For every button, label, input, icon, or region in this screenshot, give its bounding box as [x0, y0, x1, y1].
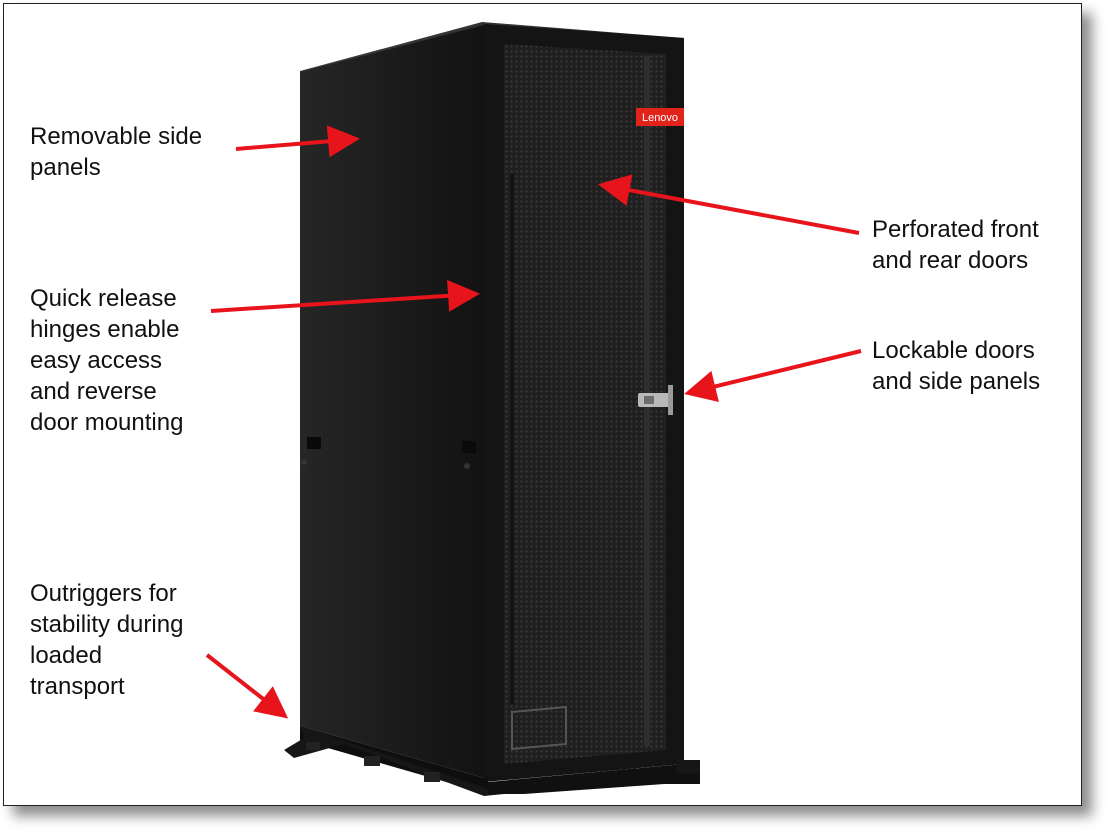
callout-line: and rear doors — [872, 247, 1029, 274]
cable-bracket — [511, 705, 567, 751]
callout-line: Lockable doors — [872, 337, 1035, 364]
arrow-outriggers — [205, 653, 289, 719]
lock-bar — [668, 385, 673, 415]
callout-line: and side panels — [872, 368, 1041, 395]
callout-line: Removable side — [30, 123, 203, 150]
arrow-side-panels — [235, 125, 360, 158]
side-panel-latch — [462, 441, 476, 453]
side-panel — [300, 24, 488, 779]
callout-doors: Perforated front and rear doors — [872, 214, 1039, 276]
side-panel-latch — [307, 437, 321, 449]
callout-line: loaded — [30, 642, 103, 669]
rack-base-front — [488, 764, 700, 794]
diagram-frame: Lenovo Removable side panels Perforated … — [3, 3, 1082, 806]
callout-line: door mounting — [30, 409, 184, 436]
rack-illustration: Lenovo — [205, 22, 862, 796]
callout-line: hinges enable — [30, 316, 180, 343]
callout-line: Outriggers for — [30, 580, 177, 607]
callout-outriggers: Outriggers for stability during loaded t… — [30, 578, 183, 702]
side-panel-screw — [301, 459, 307, 465]
caster — [306, 742, 320, 750]
outrigger — [284, 726, 504, 796]
arrow-hinges — [210, 279, 480, 313]
caster — [424, 772, 440, 782]
callout-locks: Lockable doors and side panels — [872, 335, 1040, 397]
callout-hinges: Quick release hinges enable easy access … — [30, 283, 183, 438]
front-door-mesh — [504, 44, 666, 764]
side-panel-screw — [464, 463, 470, 469]
callout-line: stability during — [30, 611, 184, 638]
arrow-doors — [598, 174, 860, 235]
caster — [364, 756, 380, 766]
callout-line: Quick release — [30, 285, 177, 312]
callout-line: easy access — [30, 347, 163, 374]
outrigger-front — [676, 760, 700, 774]
callout-line: transport — [30, 673, 125, 700]
callout-line: Perforated front — [872, 216, 1039, 243]
logo-text: Lenovo — [642, 112, 678, 124]
lenovo-logo — [636, 108, 684, 126]
callout-line: panels — [30, 154, 101, 181]
lock-icon — [644, 396, 654, 404]
callout-line: and reverse — [30, 378, 157, 405]
arrow-locks — [684, 349, 862, 402]
callout-side-panels: Removable side panels — [30, 121, 202, 183]
